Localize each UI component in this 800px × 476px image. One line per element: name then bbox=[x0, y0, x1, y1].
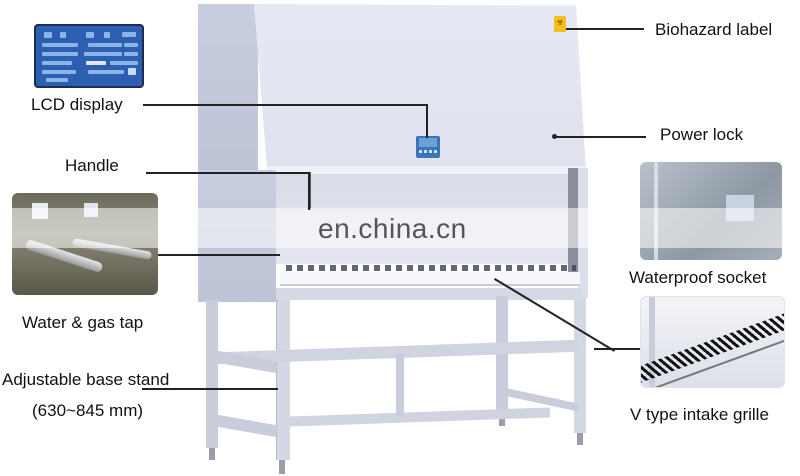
stand-center-post bbox=[396, 354, 404, 416]
label-v-intake-grille: V type intake grille bbox=[630, 405, 769, 424]
label-power-lock: Power lock bbox=[660, 125, 744, 144]
stand-side-rail-low bbox=[216, 414, 278, 438]
front-grille bbox=[286, 265, 576, 271]
leader-grille-end bbox=[594, 348, 640, 350]
label-lcd-display: LCD display bbox=[31, 95, 123, 114]
watermark: en.china.cn bbox=[318, 213, 467, 244]
base-front-rail bbox=[276, 288, 582, 300]
biohazard-sticker: ☣ bbox=[554, 16, 566, 32]
label-base-stand-range: (630~845 mm) bbox=[32, 401, 144, 420]
leader-handle-drop bbox=[308, 172, 310, 210]
cabinet-hood-side bbox=[198, 4, 258, 176]
work-surface bbox=[280, 272, 580, 286]
lcd-display-inset bbox=[34, 24, 144, 88]
hood-lip bbox=[266, 166, 586, 174]
leader-lcd-drop bbox=[426, 104, 428, 138]
control-panel[interactable] bbox=[416, 136, 440, 158]
stand-leg bbox=[574, 298, 586, 433]
leader-handle bbox=[146, 172, 310, 174]
stand-leg bbox=[206, 300, 218, 448]
label-base-stand: Adjustable base stand bbox=[2, 370, 170, 389]
leader-biohazard bbox=[566, 28, 644, 30]
stand-leg bbox=[496, 296, 508, 416]
stand-leg bbox=[276, 300, 290, 460]
leader-base bbox=[142, 388, 278, 390]
label-water-gas-tap: Water & gas tap bbox=[22, 313, 144, 332]
label-biohazard: Biohazard label bbox=[655, 20, 773, 39]
v-intake-grille-photo bbox=[640, 296, 785, 388]
label-waterproof-socket: Waterproof socket bbox=[629, 268, 767, 287]
stand-lower-rail bbox=[290, 407, 550, 427]
grille-slots bbox=[641, 306, 784, 384]
leader-lcd bbox=[143, 104, 428, 106]
label-handle: Handle bbox=[65, 156, 119, 175]
leader-tap bbox=[158, 254, 280, 256]
leader-powerlock bbox=[554, 136, 646, 138]
watermark-band bbox=[0, 208, 800, 248]
biohazard-icon: ☣ bbox=[555, 17, 565, 27]
